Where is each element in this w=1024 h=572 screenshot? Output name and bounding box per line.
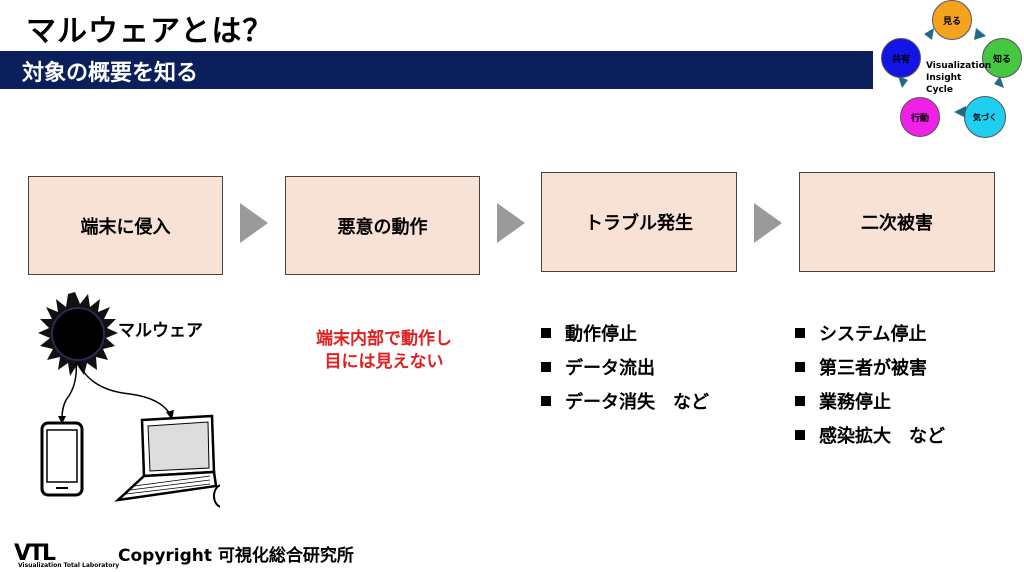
flow-arrow-icon <box>497 203 525 243</box>
vtl-logo-subtitle: Visualization Total Laboratory <box>18 562 120 569</box>
laptop-icon <box>114 414 220 508</box>
page-title: マルウェアとは？ <box>26 14 274 49</box>
smartphone-icon <box>40 421 84 497</box>
subtitle-bar <box>0 51 873 89</box>
list-item: データ流出 <box>541 352 709 386</box>
cycle-node-notice: 気づく <box>964 96 1006 138</box>
flow-arrow-icon <box>754 203 782 243</box>
list-item: データ消失 など <box>541 386 709 420</box>
cycle-arrow-icon <box>974 28 986 40</box>
malware-illustration <box>38 292 220 508</box>
damage-list: システム停止 第三者が被害 業務停止 感染拡大 など <box>795 318 945 454</box>
flow-step-trouble: トラブル発生 <box>541 172 737 272</box>
copyright-text: Copyright 可視化総合研究所 <box>118 546 354 566</box>
malware-label: マルウェア <box>118 321 203 341</box>
bullet-icon <box>795 362 805 372</box>
bullet-icon <box>541 362 551 372</box>
cycle-node-know: 知る <box>982 38 1022 78</box>
virus-icon <box>38 292 118 376</box>
insight-cycle-diagram: 見る 知る 気づく 行動 共有 Visualization Insight Cy… <box>876 0 1024 142</box>
vtl-logo: VTL <box>14 541 56 566</box>
flow-step-secondary-damage: 二次被害 <box>799 172 995 272</box>
cycle-arrow-icon <box>924 28 934 40</box>
bullet-icon <box>795 396 805 406</box>
list-item: 感染拡大 など <box>795 420 945 454</box>
bullet-icon <box>795 430 805 440</box>
list-item: システム停止 <box>795 318 945 352</box>
cycle-arrow-icon <box>994 76 1004 88</box>
bullet-icon <box>795 328 805 338</box>
flow-step-malicious-action: 悪意の動作 <box>285 176 480 275</box>
page-subtitle: 対象の概要を知る <box>22 61 199 86</box>
list-item: 第三者が被害 <box>795 352 945 386</box>
cycle-node-see: 見る <box>932 0 972 40</box>
hidden-note: 端末内部で動作し 目には見えない <box>316 329 452 372</box>
cycle-node-share: 共有 <box>881 38 921 78</box>
cycle-center-label: Visualization Insight Cycle <box>926 61 992 95</box>
list-item: 動作停止 <box>541 318 709 352</box>
trouble-list: 動作停止 データ流出 データ消失 など <box>541 318 709 420</box>
bullet-icon <box>541 396 551 406</box>
cycle-arrow-icon <box>954 106 966 118</box>
flow-step-intrusion: 端末に侵入 <box>28 176 223 275</box>
cycle-arrow-icon <box>898 76 908 88</box>
list-item: 業務停止 <box>795 386 945 420</box>
cycle-arrows <box>898 28 1004 118</box>
cycle-node-act: 行動 <box>900 97 940 137</box>
flow-arrow-icon <box>240 203 268 243</box>
bullet-icon <box>541 328 551 338</box>
